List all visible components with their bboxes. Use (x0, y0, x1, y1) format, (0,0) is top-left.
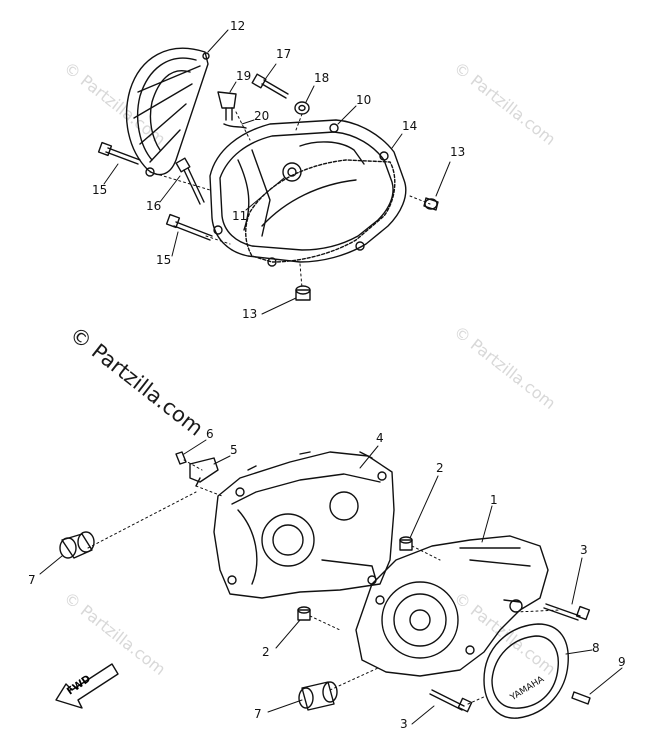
part-7-bushing (298, 681, 338, 711)
callout-9: 9 (618, 655, 626, 669)
part-9-screw (571, 691, 591, 705)
part-3-bolt (543, 603, 591, 621)
callout-20: 20 (254, 109, 270, 123)
callout-3: 3 (400, 717, 408, 731)
fwd-arrow (55, 663, 119, 709)
callout-4: 4 (376, 431, 384, 445)
callout-7: 7 (28, 573, 36, 587)
part-12-fan-cover (125, 47, 210, 177)
part-13-dowel (295, 285, 311, 301)
callout-3: 3 (580, 543, 588, 557)
part-14-gasket (245, 159, 396, 263)
part-2-dowel (297, 606, 311, 621)
callout-8: 8 (592, 641, 600, 655)
part-4-crankcase-left (213, 451, 395, 599)
assembly-lines-upper (149, 111, 431, 289)
part-17-bolt (251, 73, 289, 99)
part-10-generator-cover (209, 119, 407, 267)
part-8-cover: YAMAHA (483, 623, 569, 719)
part-1-crankcase-right (355, 535, 549, 677)
part-20-clip (223, 123, 247, 129)
callout-11: 11 (232, 209, 248, 223)
part-13-dowel (423, 197, 439, 211)
part-16-bolt (175, 157, 205, 205)
part-19-stud (217, 91, 237, 121)
callout-6: 6 (206, 427, 214, 441)
callout-15: 15 (92, 183, 108, 197)
callout-18: 18 (314, 71, 330, 85)
callout-19: 19 (236, 69, 252, 83)
callout-10: 10 (356, 93, 372, 107)
callout-2: 2 (436, 461, 444, 475)
assembly-lines-lower (87, 459, 561, 705)
part-3-bolt (429, 689, 473, 713)
part-7-bushing (59, 531, 95, 559)
callout-17: 17 (276, 47, 292, 61)
part-15-bolt (97, 141, 141, 165)
cover-logo-text: YAMAHA (508, 674, 547, 703)
callout-16: 16 (146, 199, 162, 213)
callout-12: 12 (230, 19, 246, 33)
part-15-bolt (165, 213, 213, 241)
leader-lines (39, 29, 623, 725)
callout-5: 5 (230, 443, 238, 457)
callout-15: 15 (156, 253, 172, 267)
part-5-bracket (189, 457, 219, 487)
callout-1: 1 (490, 493, 498, 507)
part-6-bolt (175, 451, 187, 465)
part-18-washer (294, 101, 310, 115)
callout-14: 14 (402, 119, 418, 133)
callout-7: 7 (254, 707, 262, 721)
callout-2: 2 (262, 645, 270, 659)
part-2-dowel (399, 536, 413, 551)
callout-13: 13 (242, 307, 258, 321)
callout-13: 13 (450, 145, 466, 159)
